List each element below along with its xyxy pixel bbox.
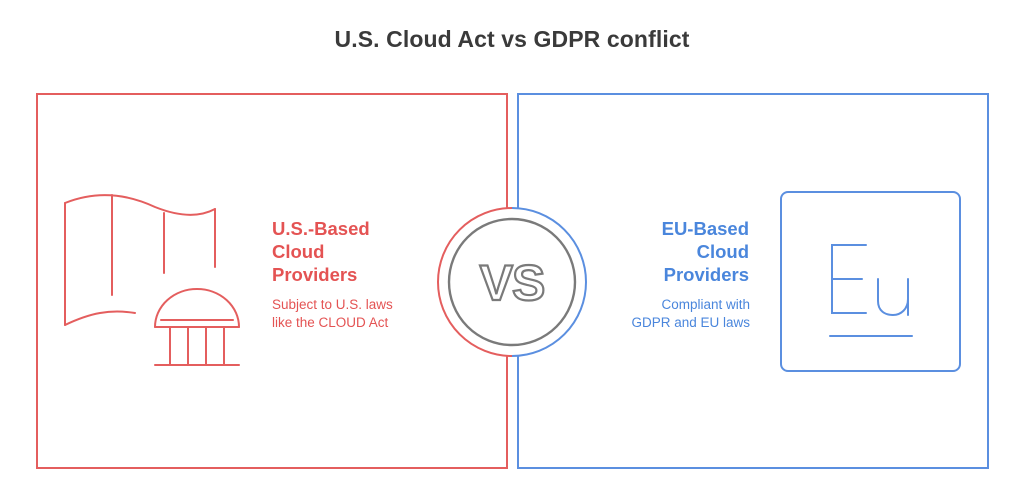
eu-providers-description: Compliant with GDPR and EU laws [631,296,750,332]
vs-label: VS [479,255,547,311]
vs-badge: VS [432,205,592,359]
eu-desc-line-1: Compliant with [661,297,750,312]
diagram-title: U.S. Cloud Act vs GDPR conflict [334,26,690,52]
us-providers-description: Subject to U.S. laws like the CLOUD Act [272,296,393,332]
us-heading-line-3: Providers [272,264,358,285]
eu-heading-line-3: Providers [663,264,749,285]
us-desc-line-1: Subject to U.S. laws [272,297,393,312]
eu-providers-heading: EU-Based Cloud Providers [662,217,749,286]
eu-icon [780,191,961,372]
us-heading-line-1: U.S.-Based [272,218,370,239]
eu-heading-line-1: EU-Based [661,218,749,239]
eu-desc-line-2: GDPR and EU laws [631,315,750,330]
flag-capitol-icon [64,194,240,366]
eu-heading-line-2: Cloud [696,241,749,262]
us-providers-heading: U.S.-Based Cloud Providers [272,217,370,286]
us-desc-line-2: like the CLOUD Act [272,315,389,330]
us-heading-line-2: Cloud [272,241,325,262]
